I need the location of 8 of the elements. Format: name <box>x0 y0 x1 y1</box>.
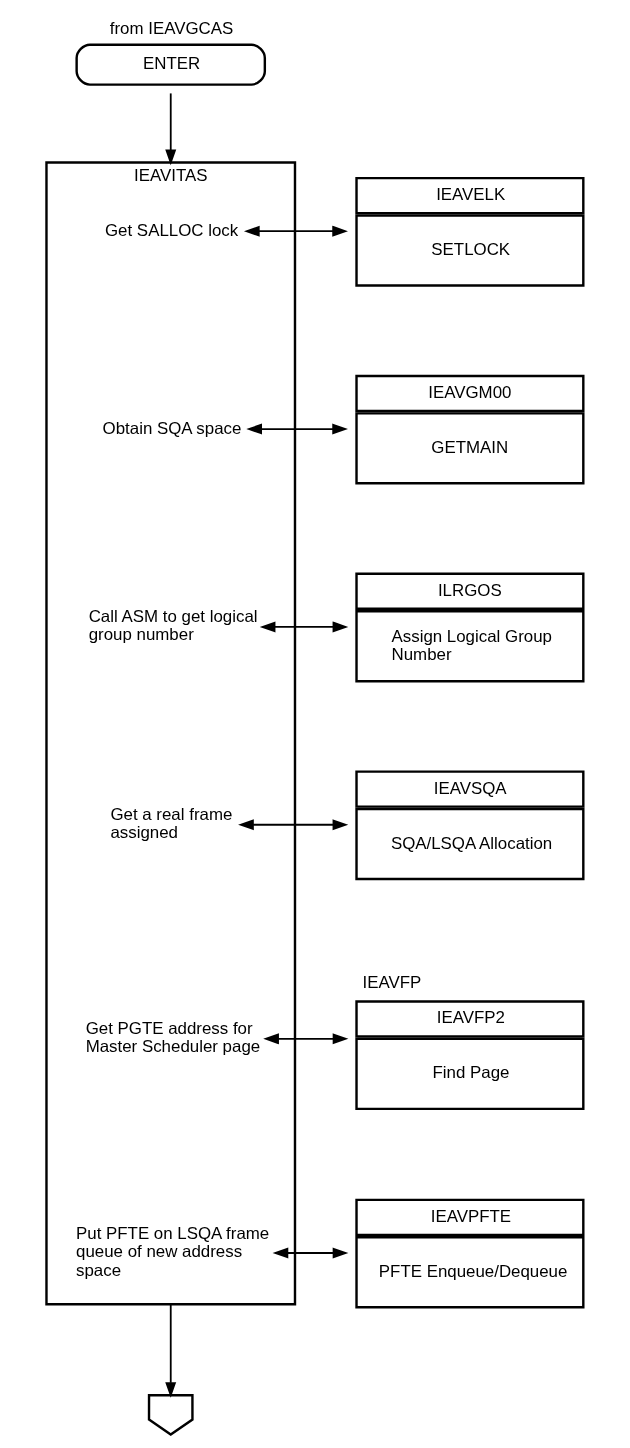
node-text: Get a real frame assigned <box>109 805 232 843</box>
node-text: Get PGTE address for Master Scheduler page <box>85 1019 260 1057</box>
node-label: IEAVFP <box>362 973 421 993</box>
node-text: Get SALLOC lock <box>104 220 238 240</box>
node-text: Put PFTE on LSQA frame queue of new address space <box>75 1224 269 1280</box>
node-text: Call ASM to get logical group number <box>88 607 258 645</box>
node-text: Obtain SQA space <box>102 418 241 438</box>
node-label: from IEAVGCAS <box>109 19 233 39</box>
